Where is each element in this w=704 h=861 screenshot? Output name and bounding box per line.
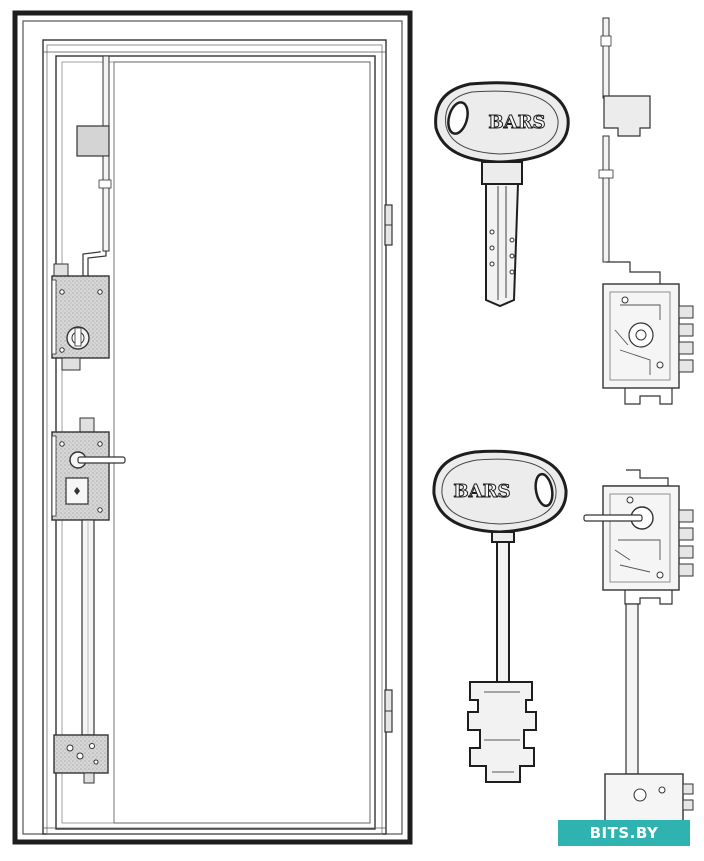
key-brand-top: BARS <box>488 112 545 133</box>
cylinder-key: BARS <box>434 81 570 308</box>
top-lock-mechanism <box>598 17 694 405</box>
lever-key: BARS <box>432 449 568 783</box>
hinge-bottom <box>384 689 393 733</box>
door-frame <box>12 10 413 845</box>
hinge-top <box>384 204 393 246</box>
upper-lock <box>51 263 110 371</box>
watermark-badge: BITS.BY <box>558 820 690 846</box>
key-brand-bottom: BARS <box>453 481 510 502</box>
bottom-bolt <box>53 734 109 784</box>
middle-lock <box>51 417 126 521</box>
bottom-rod <box>81 519 95 736</box>
top-rod <box>76 55 112 276</box>
bottom-lock-mechanism <box>583 469 694 823</box>
